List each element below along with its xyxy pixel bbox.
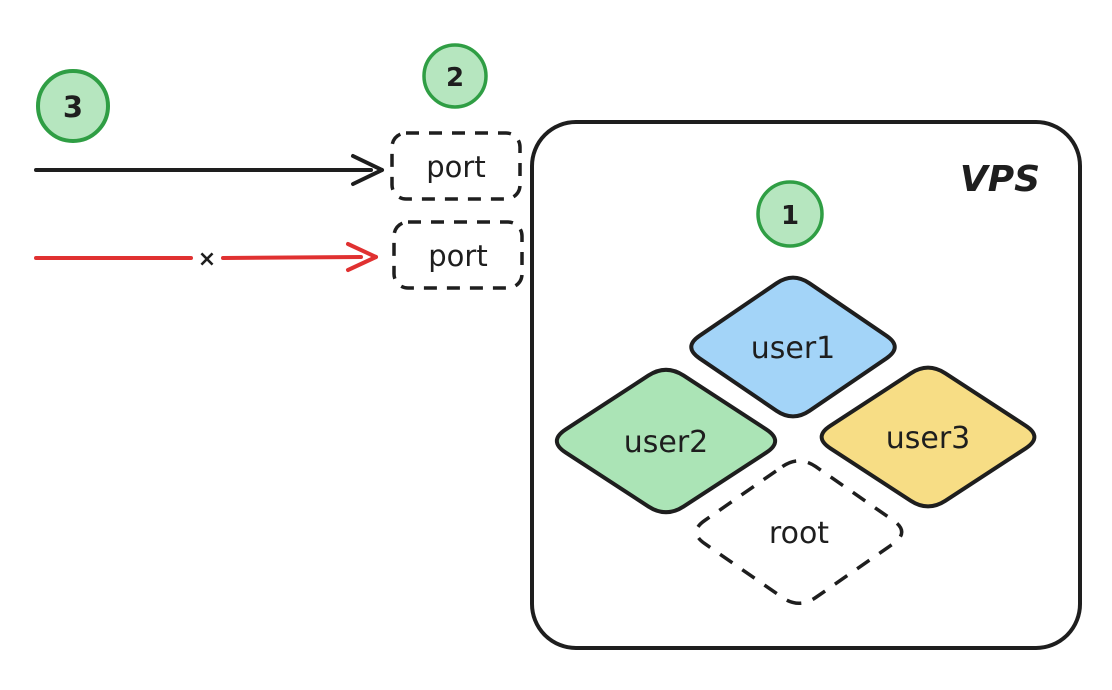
badge-2-circle [422,43,488,109]
badge-3: 3 [36,69,110,143]
blocked-traffic-arrow [34,242,378,272]
port-1-label: port [426,150,485,184]
port-2: port [392,220,524,290]
port-1: port [390,131,522,201]
port-2-label: port [428,239,487,273]
badge-3-circle [36,69,110,143]
badge-1-label: 1 [781,201,799,231]
badge-3-label: 3 [63,90,83,124]
root-diamond [694,459,904,605]
root-label: root [769,516,829,551]
user3-node: user3 [819,365,1037,509]
user2-label: user2 [624,425,709,460]
badge-1-circle [756,180,824,248]
blocked-x-marker: × [198,247,216,272]
root-node: root [694,459,904,605]
badge-2-label: 2 [446,63,464,93]
port-2-box [392,220,524,290]
badge-2: 2 [422,43,488,109]
port-1-box [390,131,522,201]
user3-label: user3 [886,421,971,456]
vps-label: VPS [960,159,1040,200]
badge-1: 1 [756,180,824,248]
user1-label: user1 [751,331,836,366]
allowed-traffic-arrow [34,154,384,186]
user2-diamond [554,367,778,515]
user2-node: user2 [554,367,778,515]
user1-node: user1 [689,275,897,419]
user1-diamond [689,275,897,419]
user3-diamond [819,365,1037,509]
